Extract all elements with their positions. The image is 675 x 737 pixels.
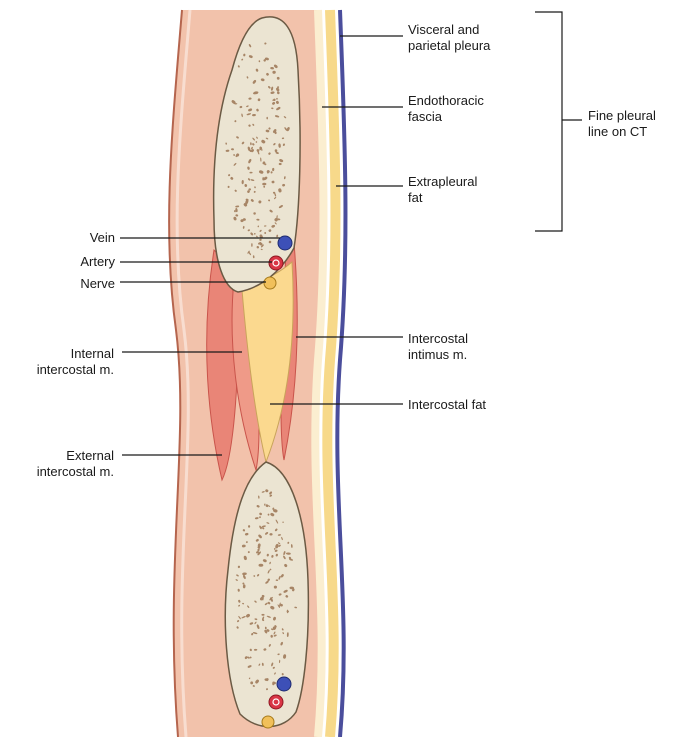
label-visceral-parietal-pleura-line1: Visceral and [408, 22, 490, 38]
label-intercostal-fat-text: Intercostal fat [408, 397, 486, 413]
label-internal-intercostal-line1: Internal [37, 346, 114, 362]
label-intercostal-intimus-line2: intimus m. [408, 347, 468, 363]
label-internal-intercostal: Internal intercostal m. [37, 346, 114, 378]
label-internal-intercostal-line2: intercostal m. [37, 362, 114, 378]
vein-upper [278, 236, 292, 250]
label-visceral-parietal-pleura-line2: parietal pleura [408, 38, 490, 54]
label-external-intercostal-line1: External [37, 448, 114, 464]
label-vein-text: Vein [90, 230, 115, 246]
label-artery: Artery [80, 254, 115, 270]
label-endothoracic-fascia-line1: Endothoracic [408, 93, 484, 109]
nerve-upper [264, 277, 276, 289]
label-intercostal-fat: Intercostal fat [408, 397, 486, 413]
bone-speckle [251, 243, 252, 247]
fine-pleural-line-bracket [535, 12, 562, 231]
artery-lower [269, 695, 283, 709]
extrapleural-fat-layer [327, 10, 335, 737]
label-intercostal-intimus: Intercostal intimus m. [408, 331, 468, 363]
vein-lower [277, 677, 291, 691]
label-extrapleural-fat-line1: Extrapleural [408, 174, 477, 190]
label-fine-pleural-line-line2: line on CT [588, 124, 656, 140]
bone-speckle [250, 681, 253, 684]
artery-upper [269, 256, 283, 270]
label-external-intercostal-line2: intercostal m. [37, 464, 114, 480]
label-nerve-text: Nerve [80, 276, 115, 292]
label-external-intercostal: External intercostal m. [37, 448, 114, 480]
label-fine-pleural-line-line1: Fine pleural [588, 108, 656, 124]
label-nerve: Nerve [80, 276, 115, 292]
label-intercostal-intimus-line1: Intercostal [408, 331, 468, 347]
label-artery-text: Artery [80, 254, 115, 270]
nerve-lower [262, 716, 274, 728]
label-fine-pleural-line: Fine pleural line on CT [588, 108, 656, 140]
label-extrapleural-fat: Extrapleural fat [408, 174, 477, 206]
label-endothoracic-fascia: Endothoracic fascia [408, 93, 484, 125]
label-vein: Vein [90, 230, 115, 246]
label-extrapleural-fat-line2: fat [408, 190, 477, 206]
bone-speckle [259, 564, 264, 567]
label-endothoracic-fascia-line2: fascia [408, 109, 484, 125]
label-visceral-parietal-pleura: Visceral and parietal pleura [408, 22, 490, 54]
